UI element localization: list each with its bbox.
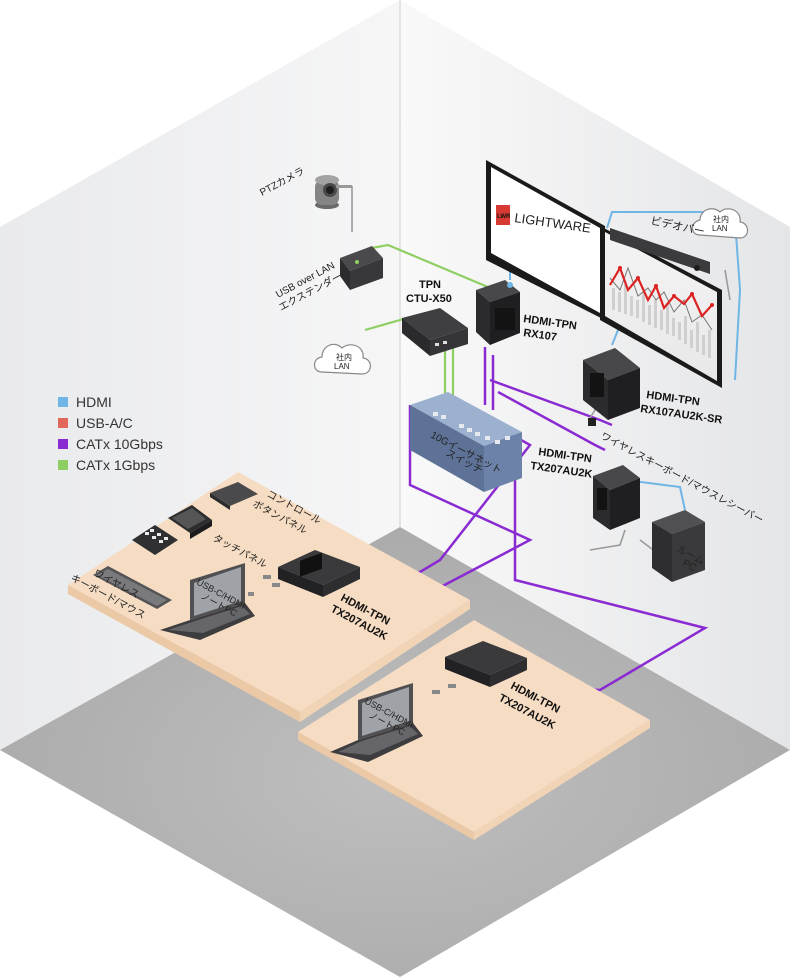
control-button-panel-device: [210, 482, 258, 510]
connector-plugs-b: [432, 684, 456, 694]
rx107-device: [476, 280, 520, 345]
ethernet-switch-device: [410, 392, 522, 492]
legend-label-catx1: CATx 1Gbps: [76, 457, 156, 473]
display-left: LWR LIGHTWARE: [486, 160, 605, 320]
legend-swatch-catx10: [58, 439, 68, 449]
wireless-keyboard-device: [93, 566, 172, 609]
room-pc-device: [652, 510, 705, 582]
video-bar-device: [610, 228, 710, 274]
laptop-a-device: [160, 563, 255, 640]
legend-item-catx1: CATx 1Gbps: [58, 455, 163, 475]
rx107au2k-sr-device: [583, 348, 640, 420]
desk-b: [298, 620, 650, 840]
tx207au2k-wall-device: [593, 465, 640, 530]
lan-cloud-top-label-2: LAN: [712, 224, 728, 233]
laptop-b-device: [330, 683, 423, 762]
legend-item-catx10: CATx 10Gbps: [58, 434, 163, 454]
tx207au2k-desk-a-device: [278, 550, 360, 597]
connector-plugs-a: [248, 575, 280, 596]
legend-label-hdmi: HDMI: [76, 394, 112, 410]
usb-over-lan-extender-device: [340, 246, 383, 290]
legend-label-usb: USB-A/C: [76, 415, 133, 431]
legend-swatch-hdmi: [58, 397, 68, 407]
legend-label-catx10: CATx 10Gbps: [76, 436, 163, 452]
legend-swatch-usb: [58, 418, 68, 428]
lan-cloud-top-label-1: 社内: [713, 214, 729, 224]
touch-panel-device: [168, 505, 212, 539]
lan-cloud-mid-label-1: 社内: [336, 352, 352, 362]
chart-bars: [612, 284, 711, 358]
tpn-ctu-x50-device: [402, 308, 468, 356]
legend-swatch-catx1: [58, 460, 68, 470]
stream-deck-device: [132, 525, 178, 555]
rx107-label-2: RX107: [523, 327, 558, 344]
lan-cloud-mid-label-2: LAN: [334, 362, 350, 371]
wireless-receiver-dongle: [588, 418, 596, 426]
chart-points: [618, 266, 714, 307]
legend-item-usb: USB-A/C: [58, 413, 163, 433]
tpn-ctu-label-2: CTU-X50: [406, 293, 452, 305]
tpn-ctu-label-1: TPN: [419, 279, 441, 291]
desk-a: [68, 472, 470, 722]
ptz-camera-device: [315, 175, 352, 209]
chart-line-red: [609, 265, 713, 318]
cable-legend: HDMI USB-A/C CATx 10Gbps CATx 1Gbps: [58, 392, 163, 476]
lan-cloud-top: [691, 208, 749, 239]
lan-cloud-mid: [313, 343, 371, 375]
display-right: [600, 226, 722, 388]
legend-item-hdmi: HDMI: [58, 392, 163, 412]
logo-badge-text: LWR: [497, 214, 511, 220]
tx207au2k-desk-b-device: [445, 641, 527, 687]
lightware-logo-badge: [496, 205, 510, 225]
